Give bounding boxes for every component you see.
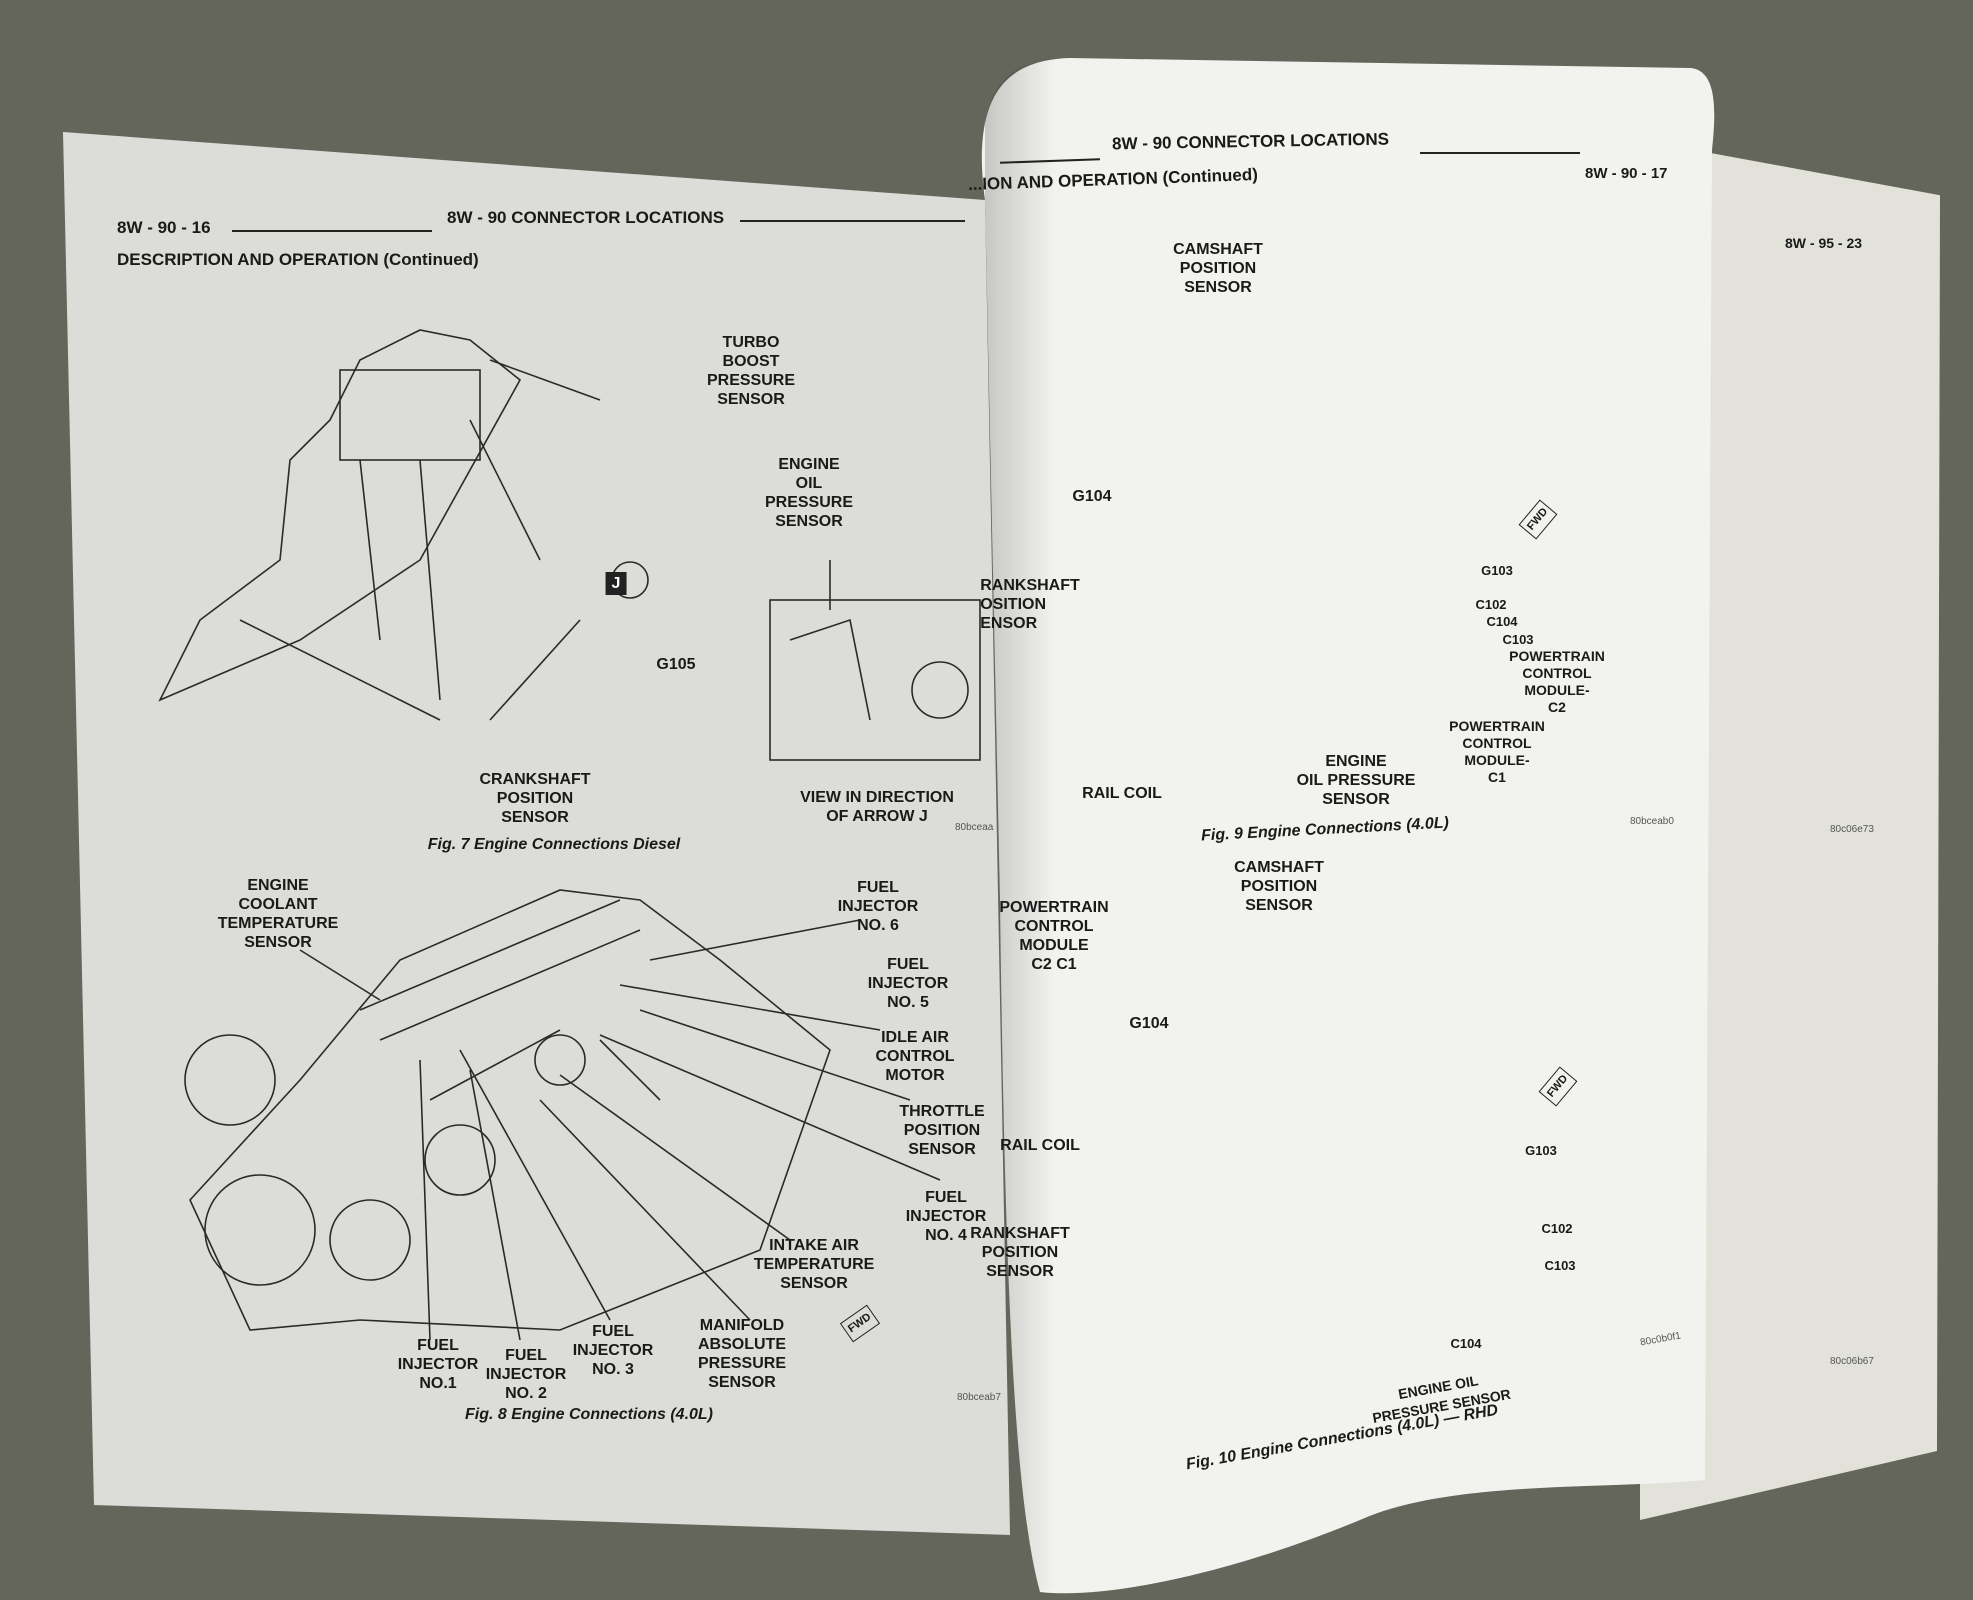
fig7-caption: Fig. 7 Engine Connections Diesel (427, 836, 681, 853)
label-fuel-injector-2: FUEL INJECTOR NO. 2 (485, 1347, 567, 1402)
arrow-j-marker: J (605, 572, 627, 595)
label-fuel-injector-1: FUEL INJECTOR NO.1 (397, 1337, 479, 1392)
label-intake-air-temperature-sensor: INTAKE AIR TEMPERATURE SENSOR (753, 1237, 875, 1292)
fig10-label-g103: G103 (1525, 1143, 1557, 1158)
fig9-label-g104: G104 (1072, 488, 1112, 505)
label-fuel-injector-5: FUEL INJECTOR NO. 5 (867, 956, 949, 1011)
fig7-diesel-engine-drawing (158, 329, 981, 761)
back-figure-code-bottom: 80c06b67 (1830, 1356, 1874, 1367)
label-fuel-injector-4: FUEL INJECTOR NO. 4 (905, 1189, 987, 1244)
label-fuel-injector-6: FUEL INJECTOR NO. 6 (837, 879, 919, 934)
fig10-label-c103: C103 (1544, 1258, 1576, 1273)
label-engine-oil-pressure-sensor: ENGINE OIL PRESSURE SENSOR (764, 456, 854, 530)
left-section-title: 8W - 90 CONNECTOR LOCATIONS (447, 208, 725, 227)
fig9-label-c103: C103 (1502, 632, 1534, 647)
label-turbo-boost-pressure-sensor: TURBO BOOST PRESSURE SENSOR (706, 334, 796, 408)
fig10-label-g104: G104 (1129, 1015, 1169, 1032)
fig9-label-camshaft-position-sensor: CAMSHAFT POSITION SENSOR (1173, 241, 1263, 296)
label-view-arrow-j: VIEW IN DIRECTION OF ARROW J (800, 789, 954, 825)
label-idle-air-control-motor: IDLE AIR CONTROL MOTOR (875, 1029, 955, 1084)
fig9-label-pcm-c1: POWERTRAIN CONTROL MODULE- C1 (1449, 718, 1545, 785)
fig8-engine-drawing (184, 889, 941, 1341)
fig9-label-g103: G103 (1481, 563, 1513, 578)
label-crankshaft-position-sensor: CRANKSHAFT POSITION SENSOR (479, 771, 591, 826)
label-manifold-absolute-pressure-sensor: MANIFOLD ABSOLUTE PRESSURE SENSOR (697, 1317, 787, 1391)
label-g105: G105 (656, 656, 696, 673)
right-page-number: 8W - 90 - 17 (1585, 165, 1668, 182)
fig8-code: 80bceab7 (957, 1392, 1001, 1403)
fig9-label-crankshaft-position-sensor: RANKSHAFT OSITION ENSOR (980, 577, 1080, 632)
label-fuel-injector-3: FUEL INJECTOR NO. 3 (572, 1323, 654, 1378)
left-page-number: 8W - 90 - 16 (117, 218, 211, 237)
fig7-code: 80bceaa (955, 822, 994, 833)
left-heading: DESCRIPTION AND OPERATION (Continued) (117, 250, 479, 269)
fig8-caption: Fig. 8 Engine Connections (4.0L) (464, 1406, 714, 1423)
back-figure-code-top: 80c06e73 (1830, 824, 1874, 835)
label-engine-coolant-temperature-sensor: ENGINE COOLANT TEMPERATURE SENSOR (217, 877, 339, 951)
header-rule (1420, 152, 1580, 154)
fig10-label-camshaft-position-sensor: CAMSHAFT POSITION SENSOR (1234, 859, 1324, 914)
fig10-label-c102: C102 (1541, 1221, 1573, 1236)
fig10-label-rail-coil: RAIL COIL (1000, 1137, 1080, 1154)
fig10-label-c104: C104 (1450, 1336, 1482, 1351)
fig9-label-c104: C104 (1486, 614, 1518, 629)
back-page-number: 8W - 95 - 23 (1785, 235, 1863, 251)
header-rule (740, 220, 965, 222)
fig9-label-rail-coil: RAIL COIL (1082, 785, 1162, 802)
fig9-code: 80bceab0 (1630, 816, 1674, 827)
fig9-label-pcm-c2: POWERTRAIN CONTROL MODULE- C2 (1509, 648, 1605, 715)
fig10-label-crankshaft-position-sensor: RANKSHAFT POSITION SENSOR (970, 1225, 1070, 1280)
fig9-label-c102: C102 (1475, 597, 1507, 612)
fig10-label-pcm-c2-c1: POWERTRAIN CONTROL MODULE C2 C1 (999, 899, 1109, 973)
fig9-label-engine-oil-pressure-sensor: ENGINE OIL PRESSURE SENSOR (1296, 753, 1416, 808)
header-rule (232, 230, 432, 232)
label-throttle-position-sensor: THROTTLE POSITION SENSOR (899, 1103, 985, 1158)
